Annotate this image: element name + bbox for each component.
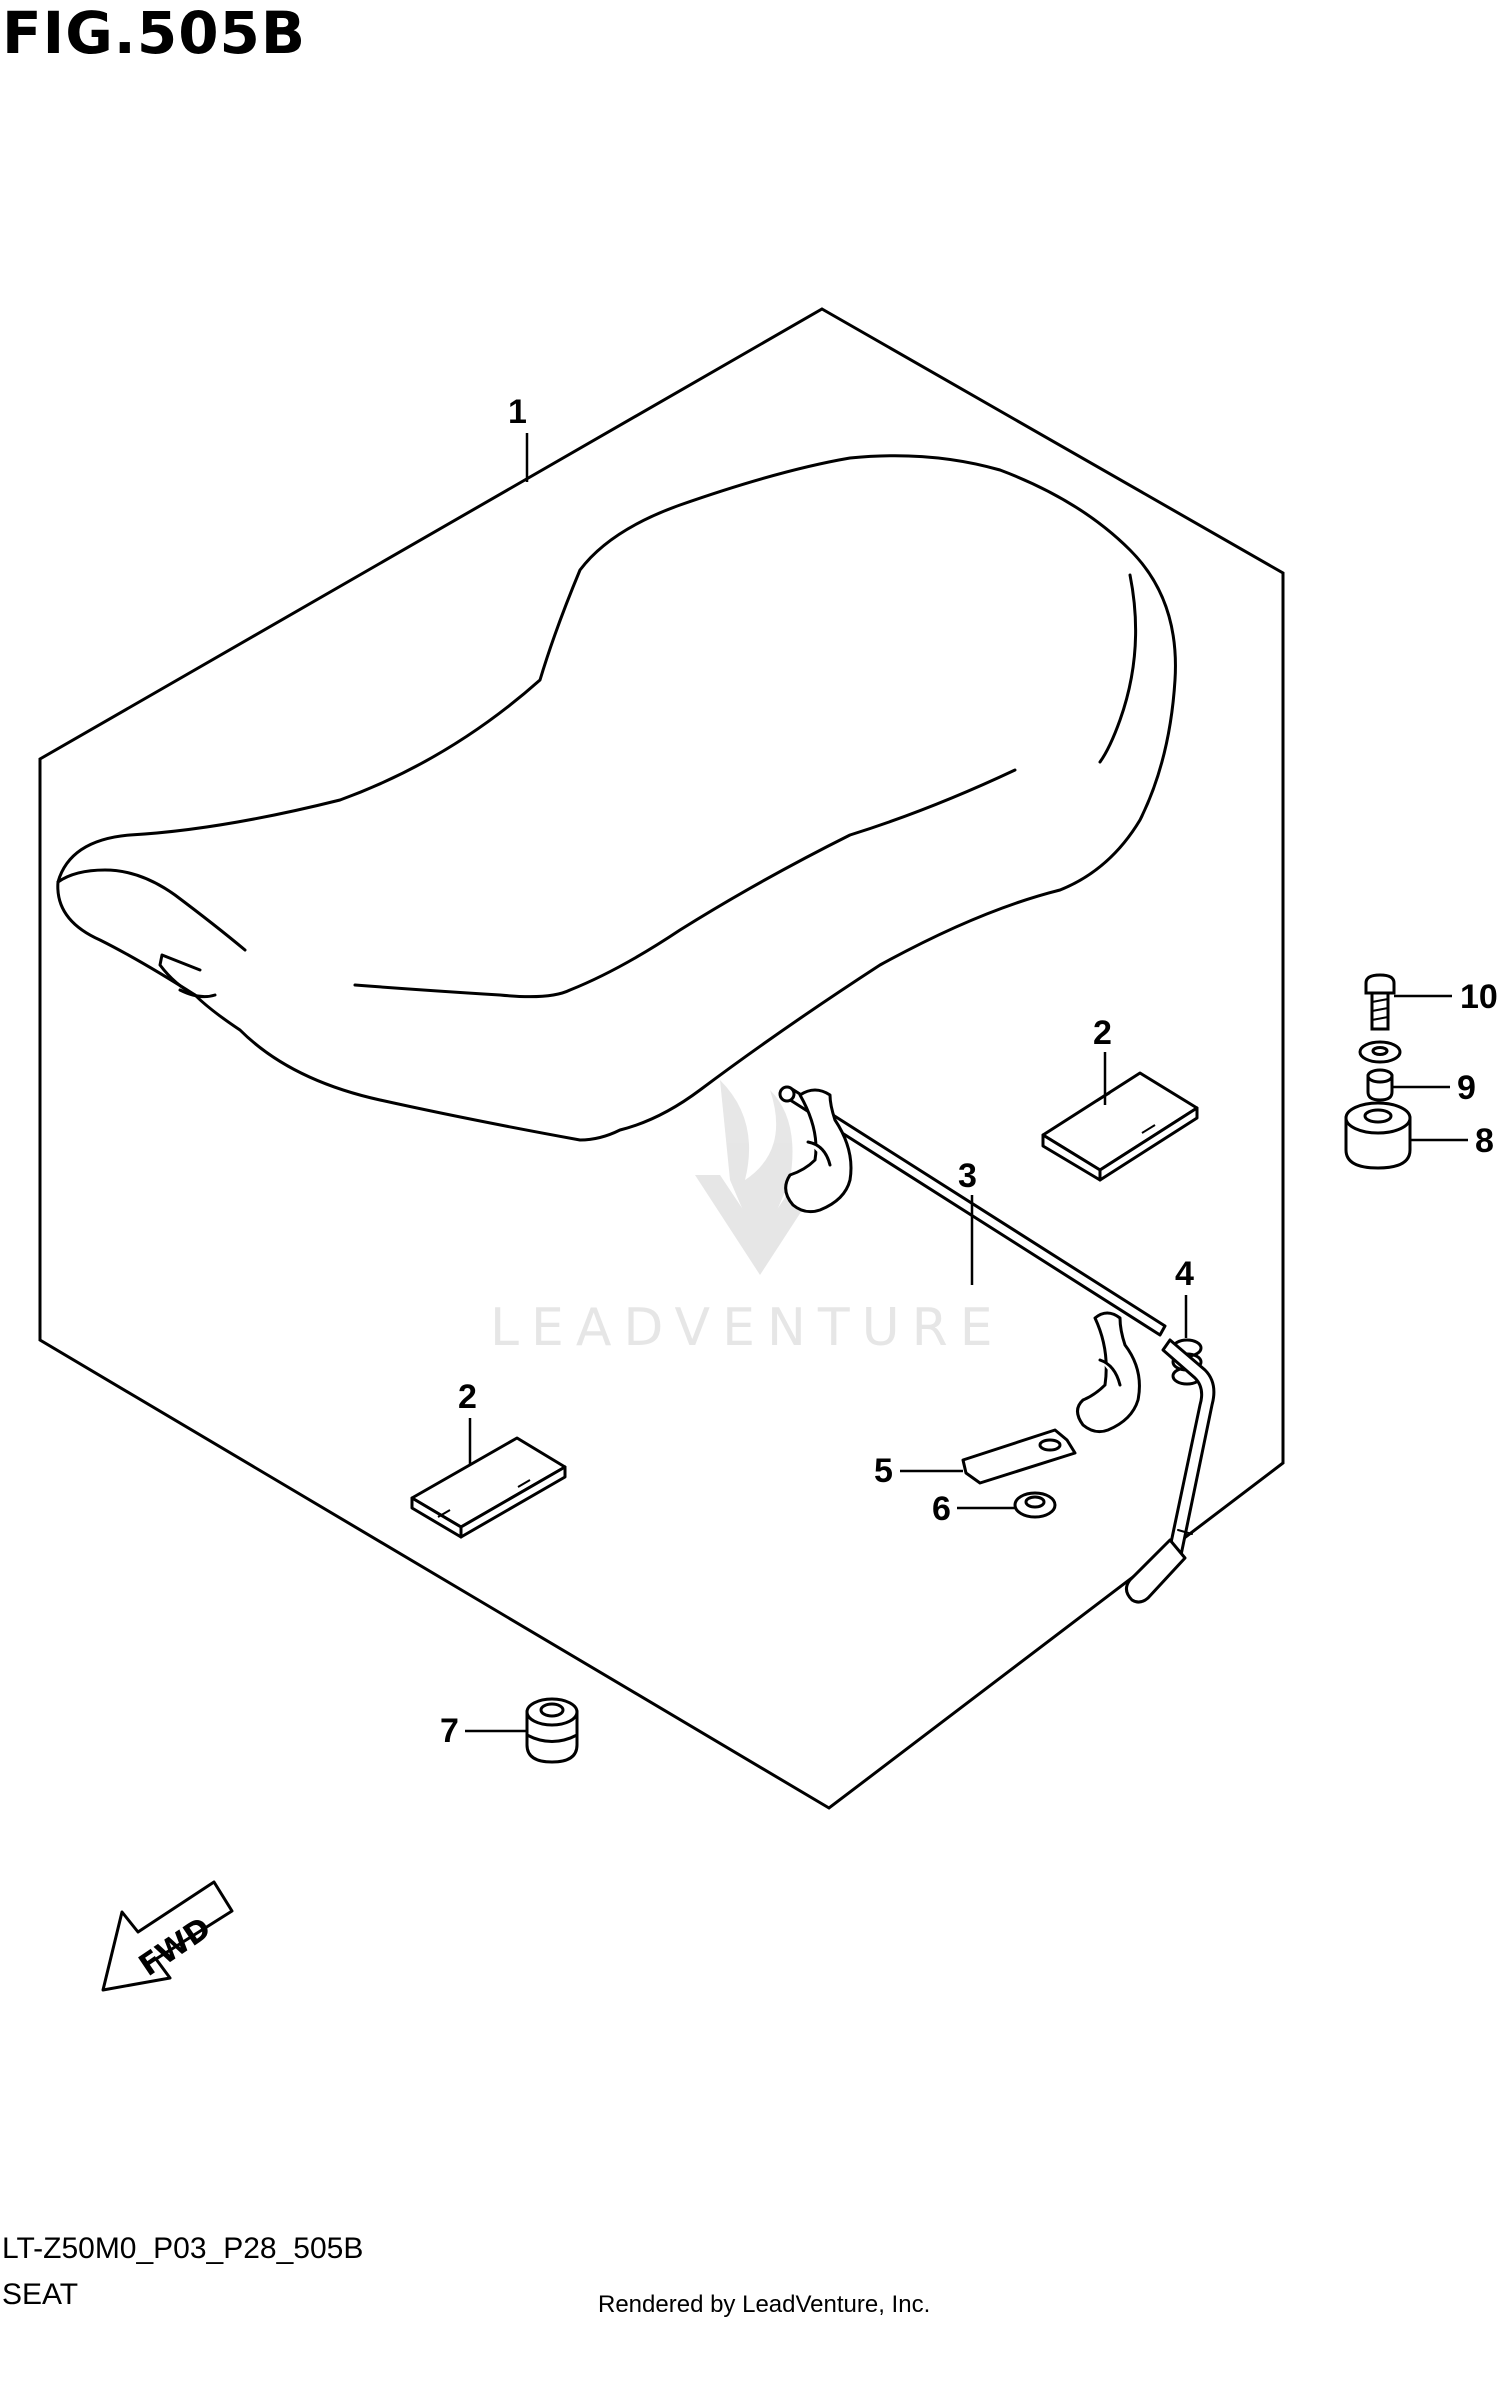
spacer <box>1344 1101 1412 1170</box>
cushion-bumper <box>525 1697 579 1764</box>
washer <box>1358 1040 1402 1064</box>
cushion-pad-lower <box>410 1436 567 1539</box>
callout-6: 6 <box>932 1490 951 1528</box>
figure-title: FIG.505B <box>2 0 307 67</box>
figure-name: SEAT <box>2 2278 79 2311</box>
seat-lock-lever <box>1125 1338 1216 1604</box>
callout-10: 10 <box>1460 978 1498 1016</box>
callout-2-lower: 2 <box>458 1378 477 1416</box>
callout-3: 3 <box>958 1157 977 1195</box>
nut <box>1013 1491 1057 1519</box>
lock-plate <box>961 1428 1077 1485</box>
bolt <box>1364 973 1396 1031</box>
callout-4: 4 <box>1175 1255 1194 1293</box>
callout-2-upper: 2 <box>1093 1014 1112 1052</box>
callout-8: 8 <box>1475 1122 1494 1160</box>
callout-7: 7 <box>440 1712 459 1750</box>
forward-arrow-icon: FWD <box>101 1880 234 1992</box>
figure-code: LT-Z50M0_P03_P28_505B <box>2 2232 364 2265</box>
collar <box>1366 1068 1394 1102</box>
callout-5: 5 <box>874 1452 893 1490</box>
callout-9: 9 <box>1457 1069 1476 1107</box>
seat <box>56 454 1177 1142</box>
rendered-by-credit: Rendered by LeadVenture, Inc. <box>598 2291 931 2318</box>
callout-1: 1 <box>508 393 527 431</box>
watermark-text: LEADVENTURE <box>490 1298 1005 1358</box>
assembly-boundary <box>38 307 1285 1810</box>
cushion-pad-upper <box>1041 1071 1199 1182</box>
seat-lock-rod <box>778 1085 1167 1434</box>
